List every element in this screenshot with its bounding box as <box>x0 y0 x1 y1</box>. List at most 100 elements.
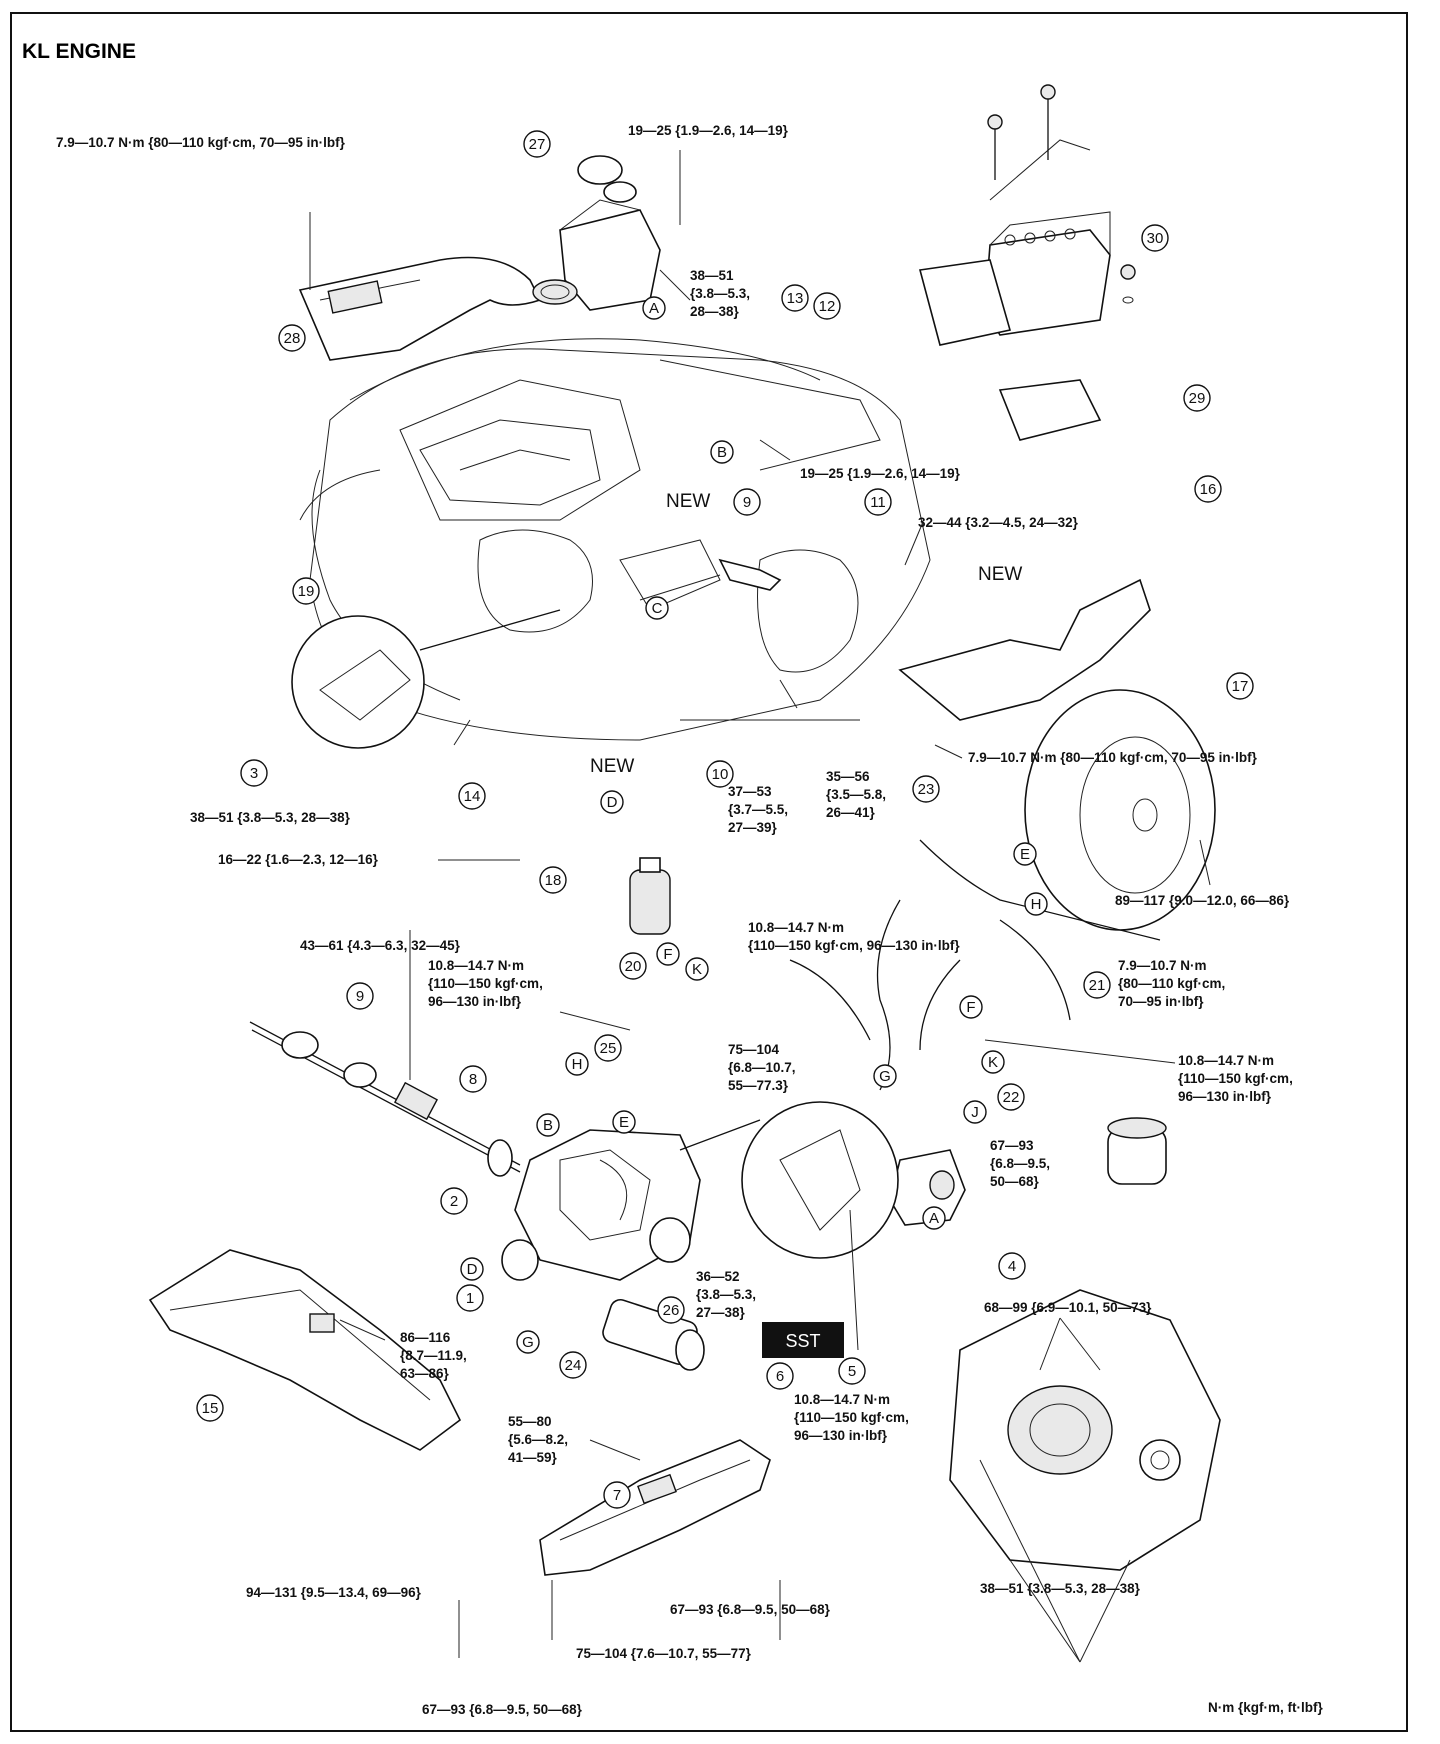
part-callout-30: 30 <box>1141 224 1169 252</box>
letter-callout-text: D <box>467 1261 478 1278</box>
part-callout-circle <box>766 1362 794 1390</box>
torque-55-80-2: {5.6—8.2, <box>508 1432 568 1447</box>
part-callout-text: 28 <box>284 330 301 347</box>
letter-callout-F: F <box>959 995 983 1019</box>
new-label-1: NEW <box>666 491 710 512</box>
letter-callout-circle <box>981 1050 1005 1074</box>
letter-callout-H: H <box>1024 892 1048 916</box>
torque-35-56-1: 35—56 <box>826 769 870 784</box>
part-callout-24: 24 <box>559 1351 587 1379</box>
new-label-3: NEW <box>590 756 634 777</box>
part-callout-circle <box>912 775 940 803</box>
part-callout-9: 9 <box>733 488 761 516</box>
torque-75-104-a-1: 75—104 <box>728 1042 780 1057</box>
part-callout-text: 17 <box>1232 678 1249 695</box>
part-callout-text: 29 <box>1189 390 1206 407</box>
part-callout-circle <box>1226 672 1254 700</box>
part-callout-circle <box>594 1034 622 1062</box>
torque-108-b-2: {110—150 kgf·cm, 96—130 in·lbf} <box>748 938 960 953</box>
letter-callout-text: D <box>607 794 618 811</box>
torque-67-93-b: 67—93 {6.8—9.5, 50—68} <box>670 1602 831 1617</box>
letter-callout-text: A <box>929 1210 939 1227</box>
letter-callout-A: A <box>642 296 666 320</box>
letter-callout-B: B <box>710 440 734 464</box>
letter-callout-K: K <box>685 957 709 981</box>
part-callout-text: 24 <box>565 1357 582 1374</box>
detail-circle-left <box>291 609 561 749</box>
part-callout-text: 21 <box>1089 977 1106 994</box>
torque-38-51-trans: 38—51 {3.8—5.3, 28—38} <box>980 1581 1141 1596</box>
letter-callout-text: K <box>692 961 702 978</box>
torque-86-116-1: 86—116 <box>400 1330 451 1345</box>
part-callout-circle <box>1194 475 1222 503</box>
torque-36-52-3: 27—38} <box>696 1305 746 1320</box>
part-callout-circle <box>997 1083 1025 1111</box>
torque-a-3: 28—38} <box>690 304 740 319</box>
part-callout-text: 5 <box>848 1363 856 1380</box>
torque-32-44: 32—44 {3.2—4.5, 24—32} <box>918 515 1079 530</box>
letter-callout-circle <box>963 1100 987 1124</box>
part-callout-15: 15 <box>196 1394 224 1422</box>
torque-16-22: 16—22 {1.6—2.3, 12—16} <box>218 852 379 867</box>
leader-lines <box>309 150 1211 1663</box>
torque-36-52-2: {3.8—5.3, <box>696 1287 756 1302</box>
torque-108-d-1: 10.8—14.7 N·m <box>794 1392 890 1407</box>
part-callout-22: 22 <box>997 1083 1025 1111</box>
torque-108-a-2: {110—150 kgf·cm, <box>428 976 543 991</box>
torque-55-80-3: 41—59} <box>508 1450 558 1465</box>
torque-75-104-b: 75—104 {7.6—10.7, 55—77} <box>576 1646 752 1661</box>
part-callout-29: 29 <box>1183 384 1211 412</box>
part-callout-12: 12 <box>813 292 841 320</box>
air-intake-duct <box>298 256 542 361</box>
part-callout-circle <box>459 1065 487 1093</box>
letter-callout-text: F <box>663 946 672 963</box>
part-callout-text: 25 <box>600 1040 617 1057</box>
letter-callout-E: E <box>612 1110 636 1134</box>
part-callout-4: 4 <box>998 1252 1026 1280</box>
letter-callout-text: C <box>652 600 663 617</box>
torque-94-131: 94—131 {9.5—13.4, 69—96} <box>246 1585 422 1600</box>
part-callout-9: 9 <box>346 982 374 1010</box>
part-callout-28: 28 <box>278 324 306 352</box>
letter-callout-text: H <box>1031 896 1042 913</box>
part-callout-26: 26 <box>657 1296 685 1324</box>
part-callout-circle <box>1183 384 1211 412</box>
letter-callout-text: A <box>649 300 659 317</box>
part-callout-19: 19 <box>292 577 320 605</box>
part-callout-text: 8 <box>469 1071 477 1088</box>
part-callout-text: 26 <box>663 1302 680 1319</box>
part-callout-text: 20 <box>625 958 642 975</box>
letter-callout-circle <box>873 1064 897 1088</box>
detail-circle-center <box>679 1101 899 1259</box>
torque-67-93-c: 67—93 {6.8—9.5, 50—68} <box>422 1702 583 1717</box>
part-callout-circle <box>1141 224 1169 252</box>
letter-callout-A: A <box>922 1206 946 1230</box>
torque-43-61: 43—61 {4.3—6.3, 32—45} <box>300 938 461 953</box>
letter-callout-text: G <box>522 1334 534 1351</box>
part-callout-circle <box>706 760 734 788</box>
part-callout-text: 10 <box>712 766 729 783</box>
part-callout-10: 10 <box>706 760 734 788</box>
torque-67-93-a-3: 50—68} <box>990 1174 1040 1189</box>
letter-callout-B: B <box>536 1113 560 1137</box>
letter-callout-D: D <box>460 1257 484 1281</box>
battery-assembly <box>918 84 1136 441</box>
torque-67-93-a-2: {6.8—9.5, <box>990 1156 1050 1171</box>
part-callout-2: 2 <box>440 1187 468 1215</box>
part-callout-text: 18 <box>545 872 562 889</box>
letter-callout-circle <box>685 957 709 981</box>
part-callout-text: 2 <box>450 1193 458 1210</box>
letter-callout-circle <box>959 995 983 1019</box>
part-callout-6: 6 <box>766 1362 794 1390</box>
transaxle-mount-bracket <box>539 1439 771 1576</box>
torque-108-d-2: {110—150 kgf·cm, <box>794 1410 909 1425</box>
part-callout-text: 14 <box>464 788 481 805</box>
letter-callout-circle <box>612 1110 636 1134</box>
part-callout-circle <box>733 488 761 516</box>
part-callout-7: 7 <box>603 1481 631 1509</box>
letter-callout-circle <box>516 1330 540 1354</box>
part-callout-21: 21 <box>1083 971 1111 999</box>
torque-86-116-3: 63—86} <box>400 1366 450 1381</box>
torque-108-a-3: 96—130 in·lbf} <box>428 994 522 1009</box>
